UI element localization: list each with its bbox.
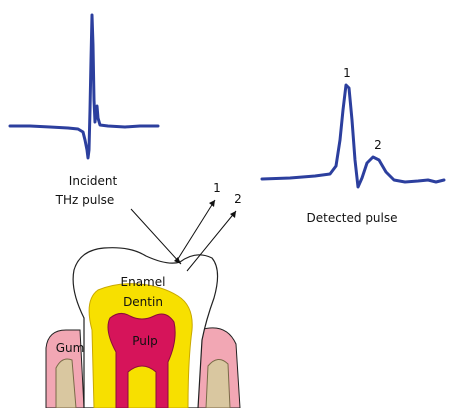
- pulp-label: Pulp: [132, 334, 158, 348]
- ray-2-label: 2: [234, 192, 242, 206]
- reflected-ray-1-arrowhead: [209, 200, 215, 207]
- ray-1-label: 1: [213, 181, 221, 195]
- gum-right: [198, 328, 240, 408]
- detected-pulse-label: Detected pulse: [306, 211, 397, 225]
- incident-label-line2: THz pulse: [55, 193, 115, 207]
- detected-peak-1-label: 1: [343, 66, 351, 80]
- dentin-label: Dentin: [123, 295, 163, 309]
- gum-label: Gum: [56, 341, 85, 355]
- detected-peak-2-label: 2: [374, 138, 382, 152]
- enamel-label: Enamel: [121, 275, 166, 289]
- reflected-ray-1: [176, 200, 215, 262]
- incident-label-line1: Incident: [69, 174, 118, 188]
- detected-pulse-waveform: [262, 85, 444, 187]
- bone-right: [206, 359, 230, 408]
- bone-left: [56, 359, 76, 408]
- incident-pulse-waveform: [10, 15, 158, 158]
